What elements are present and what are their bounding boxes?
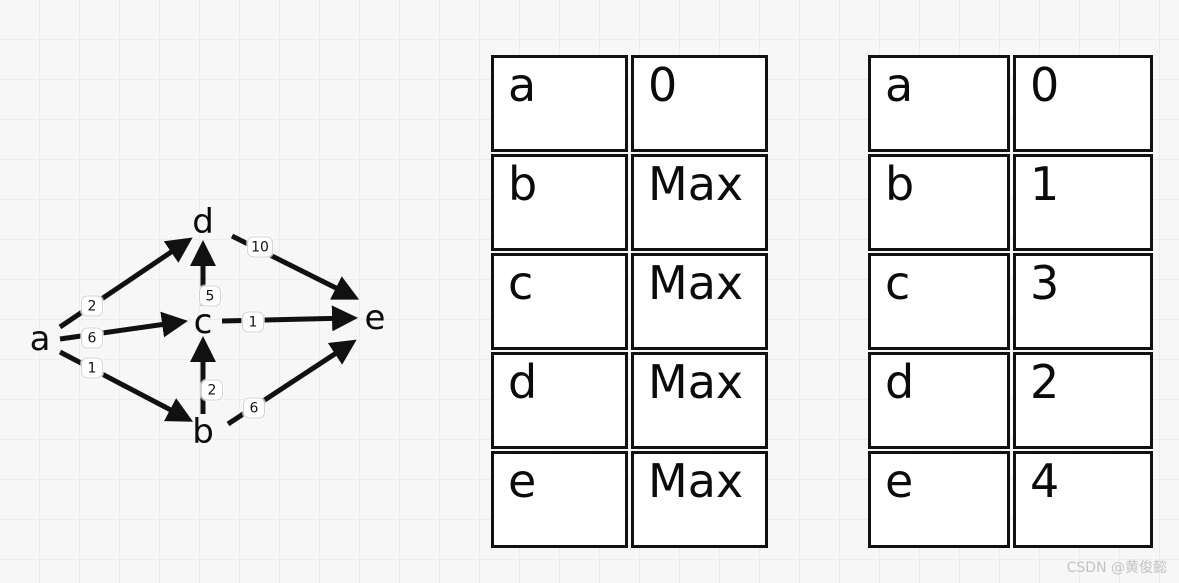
- edge-weight-c-e[interactable]: 1: [242, 311, 264, 333]
- table-row: a 0: [868, 55, 1153, 152]
- table-cell-value: Max: [631, 352, 768, 449]
- final-distance-table: a 0 b 1 c 3 d 2 e 4: [868, 55, 1153, 548]
- watermark-text: CSDN @黄俊懿: [1066, 560, 1167, 576]
- table-cell-value: Max: [631, 451, 768, 548]
- table-cell-value: 0: [631, 55, 768, 152]
- edge-weight-c-d[interactable]: 5: [199, 285, 221, 307]
- graph-node-e[interactable]: e: [364, 298, 386, 338]
- table-cell-key: e: [491, 451, 628, 548]
- initial-distance-table: a 0 b Max c Max d Max e Max: [491, 55, 768, 548]
- table-row: c 3: [868, 253, 1153, 350]
- table-row: b 1: [868, 154, 1153, 251]
- graph-node-a[interactable]: a: [29, 319, 51, 359]
- table-cell-key: a: [868, 55, 1010, 152]
- edge-weight-a-b[interactable]: 1: [81, 357, 103, 379]
- table-cell-key: d: [491, 352, 628, 449]
- graph-node-b[interactable]: b: [192, 412, 214, 452]
- edge-a-to-d: [58, 237, 193, 330]
- table-cell-key: e: [868, 451, 1010, 548]
- table-cell-value: 2: [1013, 352, 1153, 449]
- weighted-graph-diagram: a b c d e 2 6 1 5 2 1 10 6: [0, 0, 430, 583]
- edge-weight-b-c[interactable]: 2: [201, 379, 223, 401]
- table-cell-key: b: [868, 154, 1010, 251]
- table-row: c Max: [491, 253, 768, 350]
- table-cell-value: 3: [1013, 253, 1153, 350]
- edge-a-to-b: [58, 349, 194, 422]
- table-cell-value: 4: [1013, 451, 1153, 548]
- edge-a-to-c: [59, 311, 188, 342]
- table-row: b Max: [491, 154, 768, 251]
- edge-weight-d-e[interactable]: 10: [247, 236, 273, 258]
- edge-weight-a-d[interactable]: 2: [81, 295, 103, 317]
- table-cell-value: Max: [631, 253, 768, 350]
- graph-node-c[interactable]: c: [193, 302, 213, 342]
- graph-node-d[interactable]: d: [192, 202, 214, 242]
- table-row: d Max: [491, 352, 768, 449]
- table-cell-key: a: [491, 55, 628, 152]
- table-row: e Max: [491, 451, 768, 548]
- table-cell-value: Max: [631, 154, 768, 251]
- table-cell-value: 1: [1013, 154, 1153, 251]
- table-row: e 4: [868, 451, 1153, 548]
- table-cell-value: 0: [1013, 55, 1153, 152]
- table-cell-key: c: [491, 253, 628, 350]
- edge-weight-b-e[interactable]: 6: [243, 397, 265, 419]
- table-cell-key: d: [868, 352, 1010, 449]
- table-row: a 0: [491, 55, 768, 152]
- table-cell-key: c: [868, 253, 1010, 350]
- edge-weight-a-c[interactable]: 6: [81, 327, 103, 349]
- table-row: d 2: [868, 352, 1153, 449]
- table-cell-key: b: [491, 154, 628, 251]
